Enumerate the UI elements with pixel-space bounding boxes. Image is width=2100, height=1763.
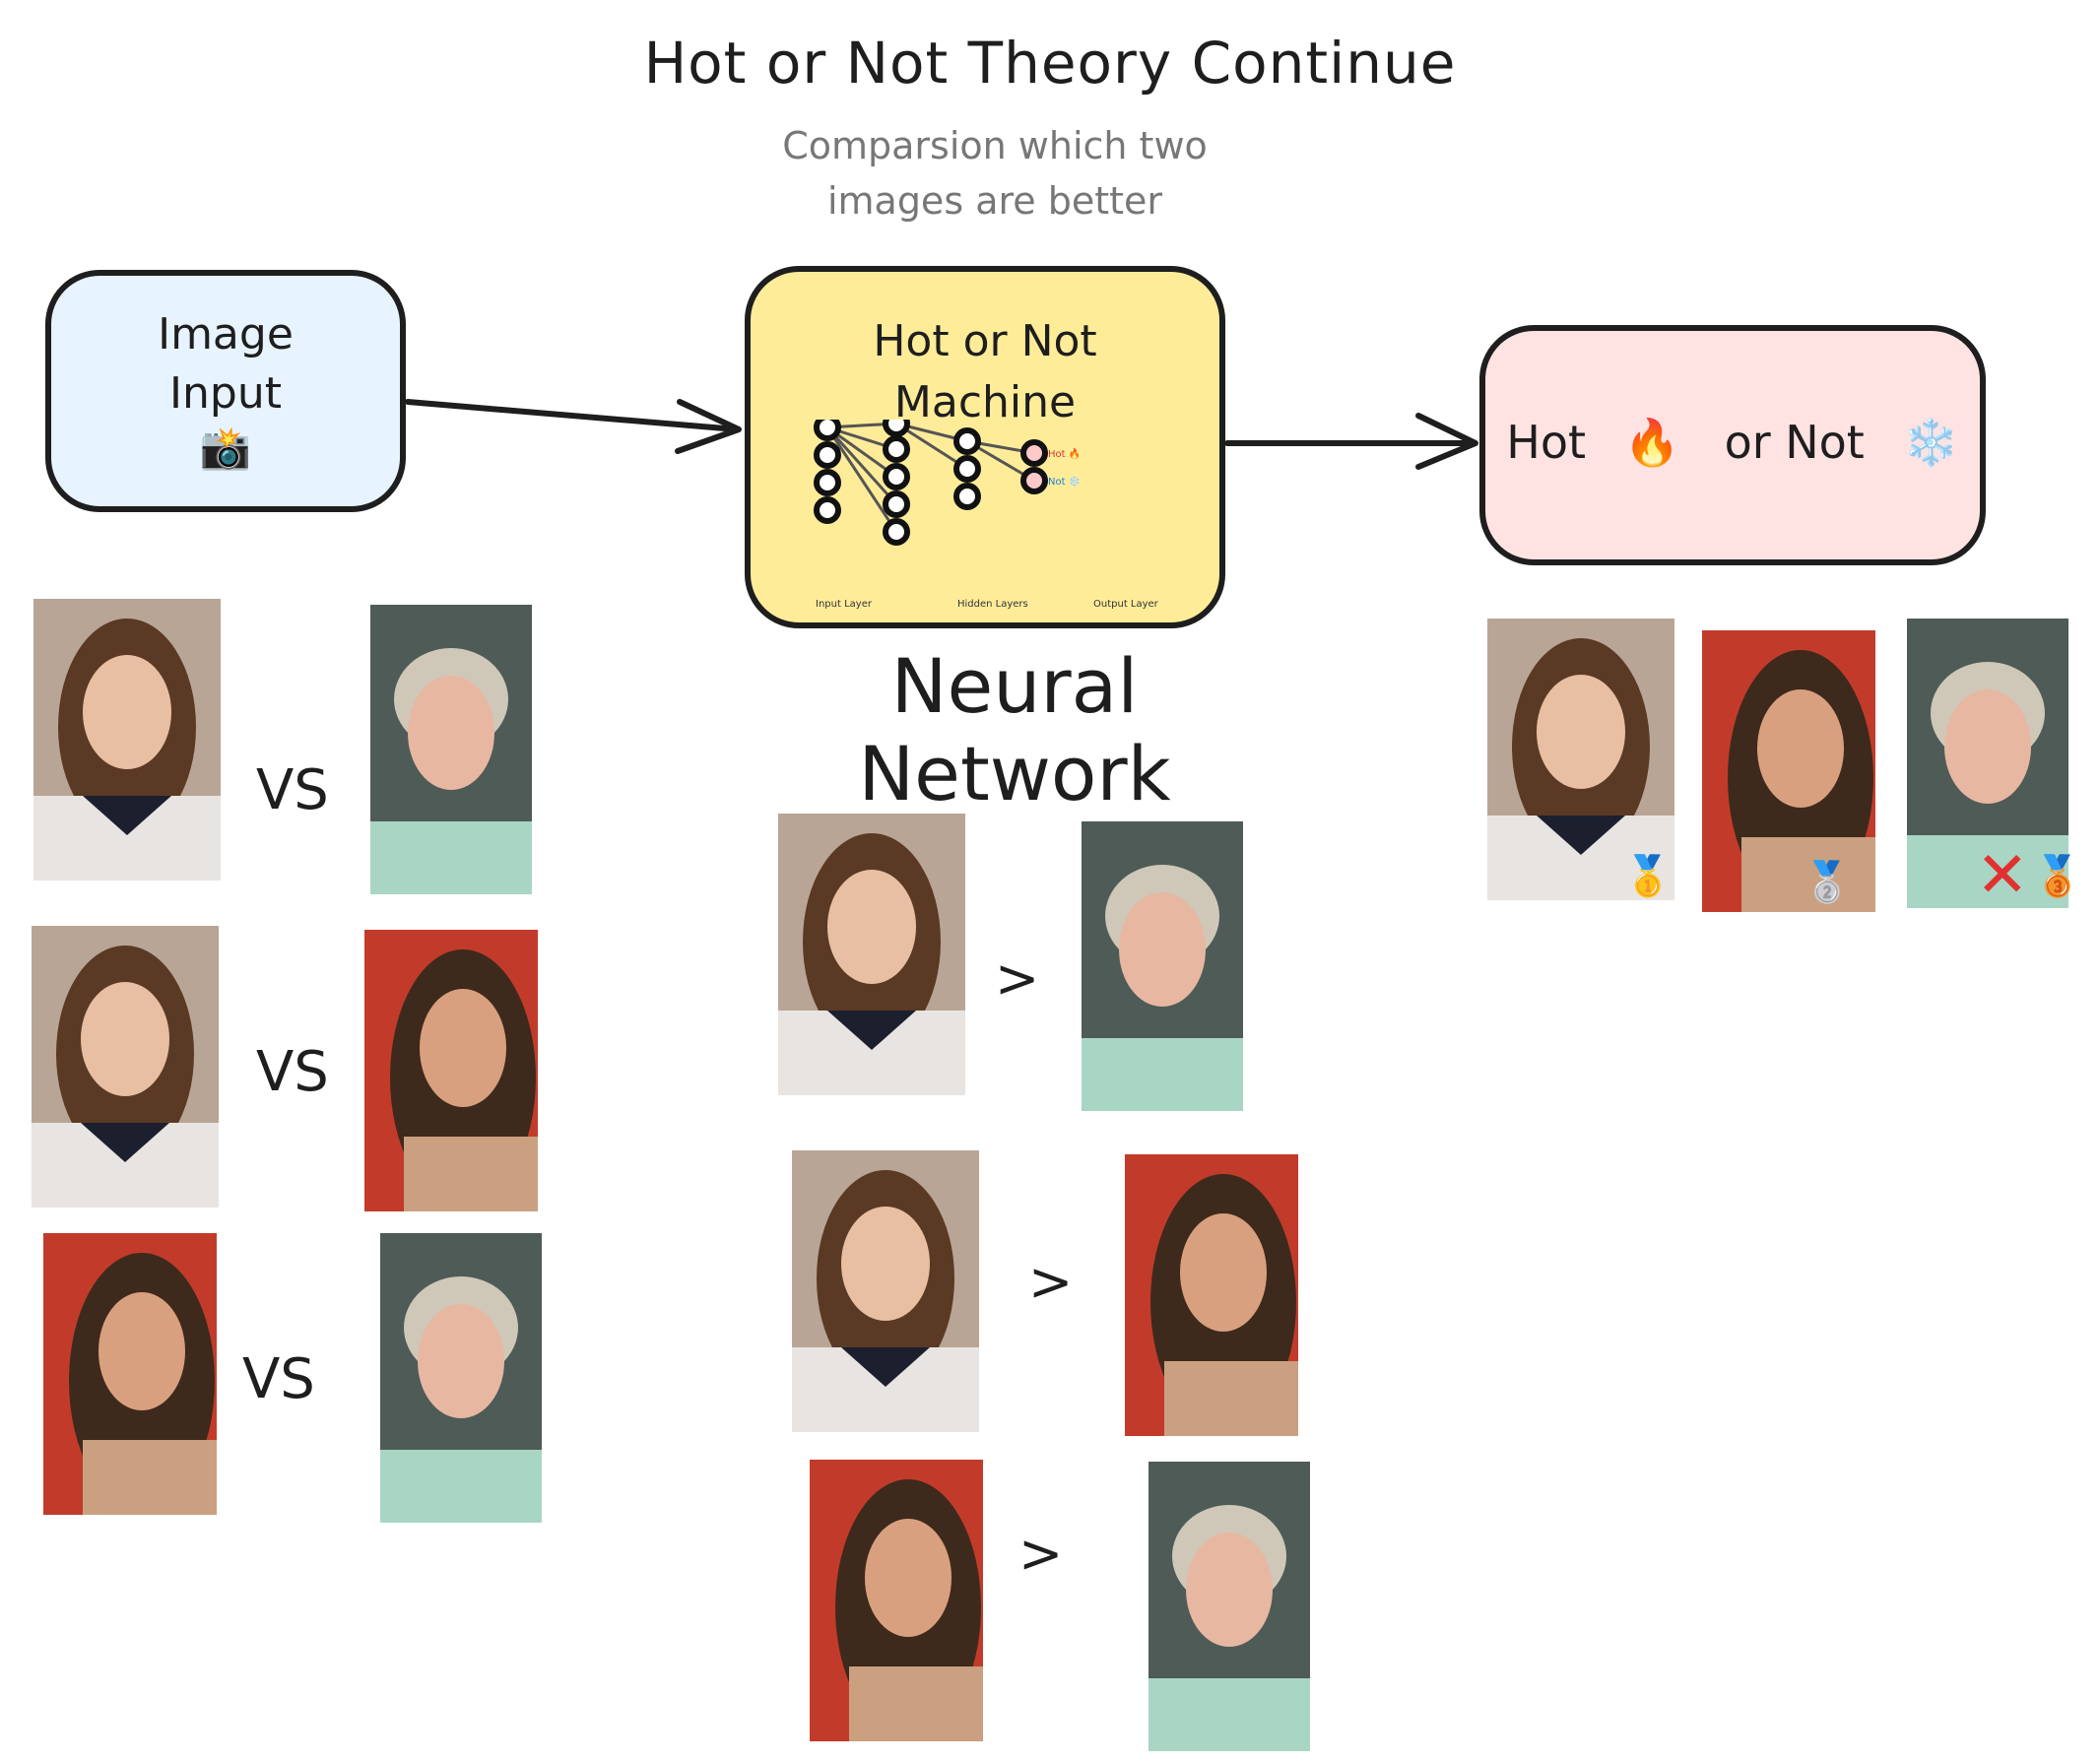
greater-than-label: > <box>1028 1251 1074 1313</box>
vs-label: VS <box>256 758 329 822</box>
ranked-photo-a <box>1487 619 1674 900</box>
node <box>814 496 841 524</box>
diagram-title: Hot or Not Theory Continue <box>643 30 1457 97</box>
nn-output-hot: Hot 🔥 <box>1048 449 1082 460</box>
photo-a <box>33 599 221 881</box>
gold-medal-icon: 🥇 <box>1623 854 1673 899</box>
nn-hidden-layers-label: Hidden Layers <box>957 599 1028 610</box>
ranked-photo-b <box>1702 630 1875 912</box>
diagram-subtitle: Comparsion which two images are better <box>749 118 1241 229</box>
snowflake-icon: ❄️ <box>1902 416 1959 469</box>
photo-a <box>32 926 219 1208</box>
node <box>814 441 841 469</box>
node <box>883 420 910 437</box>
node <box>953 483 981 510</box>
nn-input-layer-label: Input Layer <box>816 599 872 610</box>
photo-a <box>792 1150 979 1432</box>
photo-b <box>364 930 538 1211</box>
node <box>953 427 981 455</box>
neural-network-icon <box>814 420 1048 546</box>
photo-a <box>778 814 965 1095</box>
bronze-medal-icon: 🥉 <box>2033 854 2082 899</box>
subtitle-line-1: Comparsion which two <box>782 124 1208 167</box>
node <box>814 420 841 441</box>
machine-label-line-1: Hot or Not <box>873 316 1097 366</box>
node <box>814 469 841 496</box>
node <box>953 455 981 483</box>
photo-b <box>43 1233 217 1515</box>
camera-flash-icon: 📸 <box>199 424 252 472</box>
vs-label: VS <box>242 1347 315 1411</box>
node <box>883 463 910 490</box>
node <box>883 518 910 546</box>
node <box>883 435 910 463</box>
node <box>1020 467 1048 494</box>
photo-c <box>1082 821 1243 1111</box>
input-label-line-2: Input <box>169 368 282 419</box>
output-hot-label: Hot <box>1506 416 1587 469</box>
greater-than-label: > <box>995 947 1040 1010</box>
hot-or-not-output-box: Hot 🔥 or Not ❄️ <box>1479 325 1986 565</box>
nn-output-layer-label: Output Layer <box>1093 599 1158 610</box>
hot-or-not-machine-box: Hot or Not Machine <box>745 266 1225 628</box>
arrow-head-2 <box>1415 413 1478 470</box>
input-label-line-1: Image <box>158 309 294 359</box>
image-input-box: Image Input 📸 <box>45 270 406 512</box>
nn-output-not: Not ❄️ <box>1048 477 1082 488</box>
machine-label-line-2: Machine <box>893 377 1077 427</box>
subtitle-line-2: images are better <box>826 179 1163 223</box>
photo-c <box>370 605 532 894</box>
fire-icon: 🔥 <box>1623 416 1680 469</box>
neural-network-label: Neural Network <box>858 642 1171 817</box>
node <box>883 490 910 518</box>
photo-b <box>810 1460 983 1741</box>
silver-medal-icon: 🥈 <box>1803 860 1852 905</box>
red-cross-icon: ✕ <box>1976 839 2029 912</box>
output-not-label: or Not <box>1724 416 1865 469</box>
vs-label: VS <box>256 1040 329 1104</box>
arrow-head-1 <box>675 399 742 454</box>
ranked-photo-c <box>1907 619 2068 908</box>
photo-b <box>1125 1154 1298 1436</box>
greater-than-label: > <box>1018 1523 1064 1585</box>
arrow-input-to-machine <box>405 399 740 432</box>
photo-c <box>380 1233 542 1523</box>
node <box>1020 439 1048 467</box>
photo-c <box>1148 1462 1310 1751</box>
